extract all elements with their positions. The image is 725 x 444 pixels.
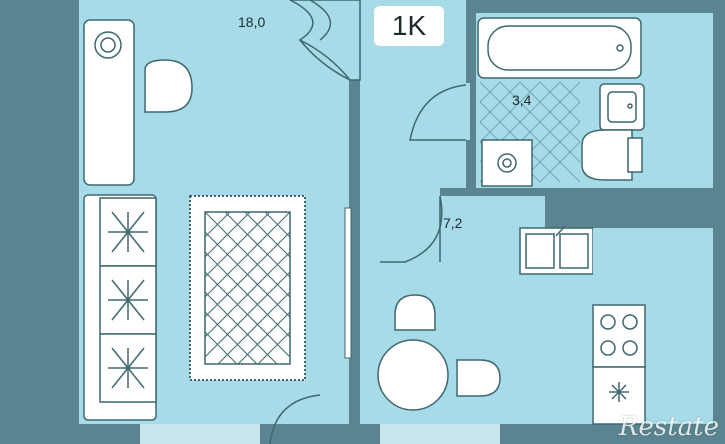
- fridge: [592, 366, 646, 425]
- kitchen-area-label: 7,2: [443, 215, 463, 231]
- living-room-area-label: 18,0: [238, 14, 266, 30]
- bathroom-area-label: 3,4: [512, 92, 532, 108]
- entry-door: [289, 0, 361, 81]
- partition-wall-bath-left-lower: [466, 140, 476, 195]
- kitchen-counter-wall: [545, 196, 713, 228]
- apartment-type-badge: 1K: [374, 6, 444, 46]
- living-bottom-door: [269, 394, 321, 444]
- dining-set: [377, 294, 501, 411]
- partition-wall-living: [349, 85, 360, 424]
- top-wall-bath: [466, 0, 725, 13]
- partition-wall-bath-bottom: [440, 188, 713, 196]
- toilet: [581, 129, 643, 181]
- wardrobe: [83, 19, 135, 186]
- watermark-logo: Restate: [618, 412, 719, 442]
- washing-machine: [481, 139, 533, 187]
- rug: [189, 195, 306, 381]
- kitchen-counter: [519, 225, 713, 308]
- kitchen-door: [380, 195, 443, 263]
- sliding-door: [344, 207, 352, 359]
- stove: [592, 304, 646, 368]
- bathtub: [477, 17, 642, 79]
- armchair: [144, 59, 193, 113]
- partition-wall-bath-left: [466, 13, 476, 83]
- living-window-opening: [140, 424, 260, 444]
- bathroom-sink: [599, 83, 645, 131]
- kitchen-window-opening: [380, 424, 500, 444]
- sofa: [83, 194, 157, 421]
- bathroom-door: [409, 84, 467, 141]
